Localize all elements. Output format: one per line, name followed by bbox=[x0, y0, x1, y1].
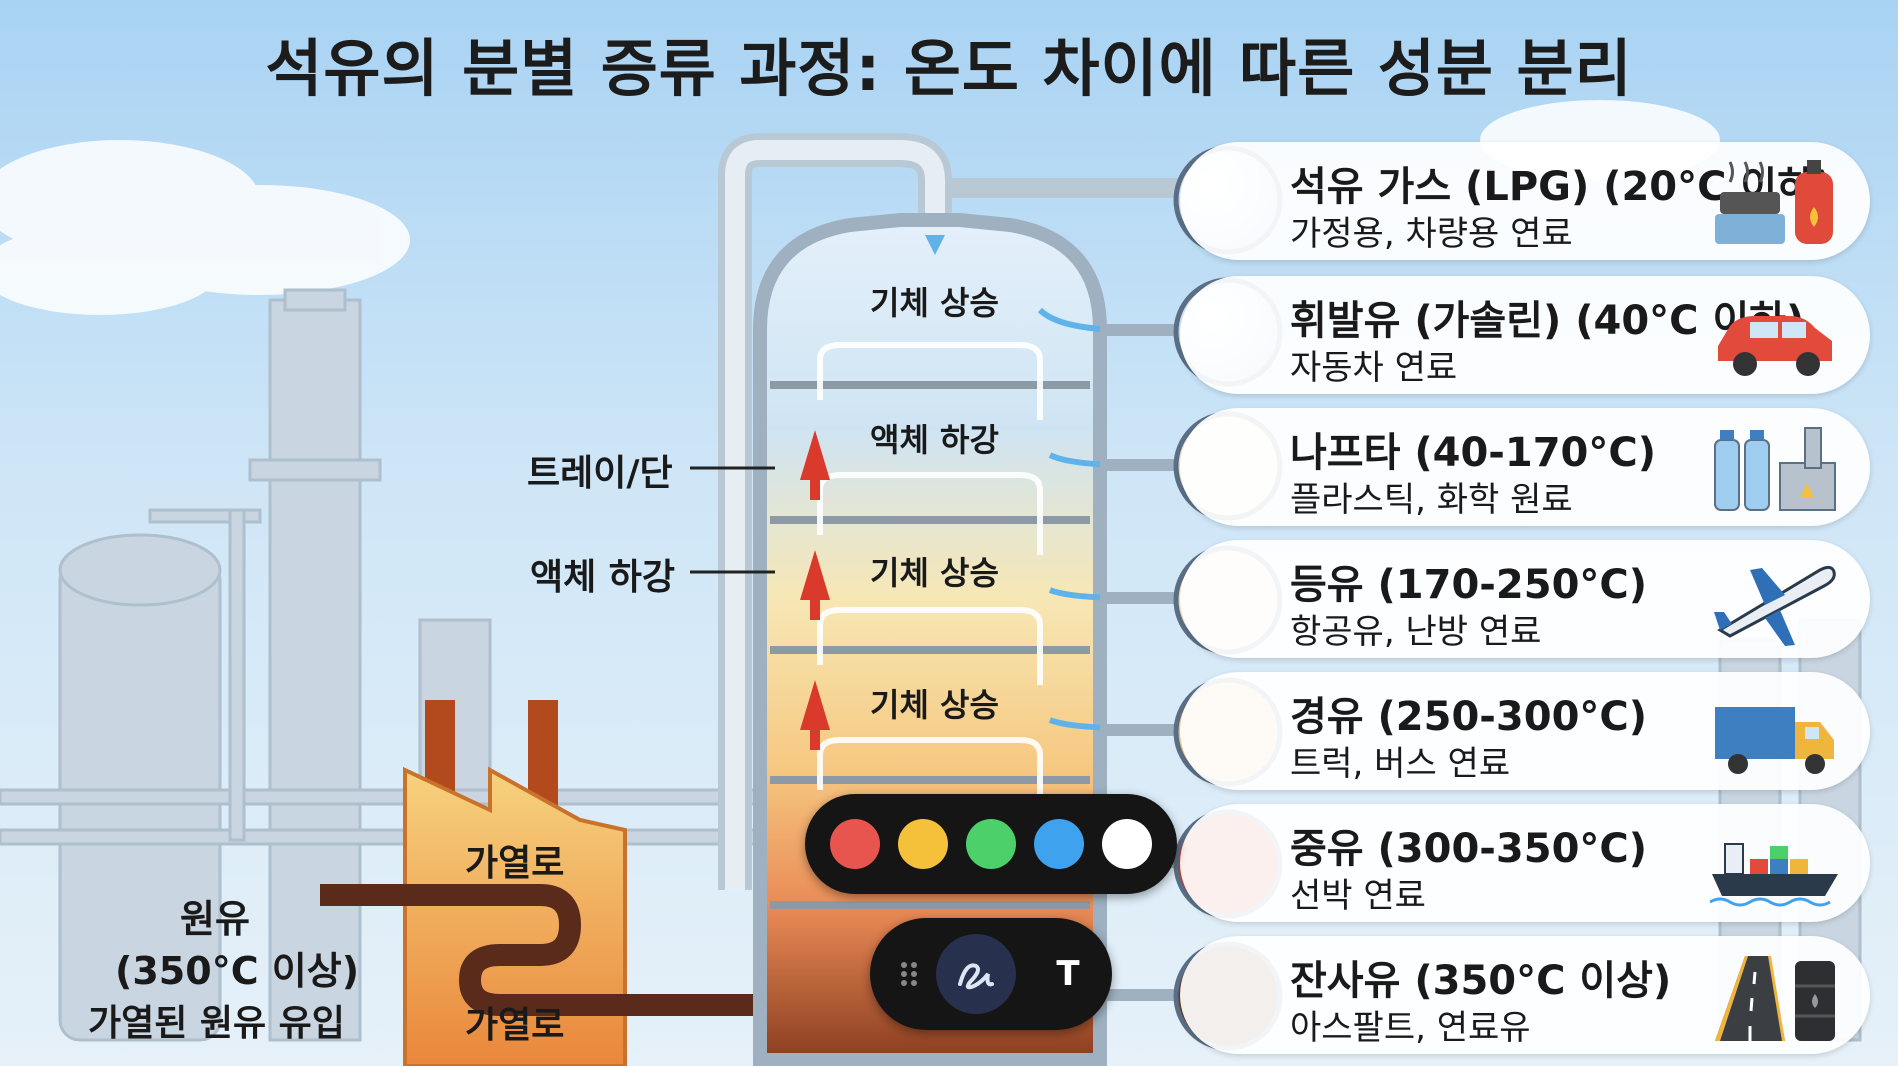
truck-icon bbox=[1715, 707, 1834, 774]
color-swatch-yellow[interactable] bbox=[898, 819, 948, 869]
road-barrel-icon bbox=[1715, 956, 1835, 1041]
annotation-toolbar: T bbox=[870, 918, 1112, 1030]
column-label-gas-rise: 기체 상승 bbox=[870, 686, 999, 724]
pen-tool-button[interactable] bbox=[936, 934, 1016, 1014]
product-name: 중유 (300-350°C) bbox=[1290, 826, 1648, 872]
column-label-liquid-fall: 액체 하강 bbox=[870, 421, 999, 459]
car-icon bbox=[1718, 316, 1832, 376]
color-palette bbox=[805, 794, 1177, 894]
product-name: 경유 (250-300°C) bbox=[1290, 694, 1648, 740]
product-name: 나프타 (40-170°C) bbox=[1290, 430, 1657, 476]
product-name: 등유 (170-250°C) bbox=[1290, 562, 1648, 608]
label-pointers bbox=[690, 466, 775, 574]
drag-handle-icon[interactable] bbox=[898, 960, 920, 988]
page-title: 석유의 분별 증류 과정: 온도 차이에 따른 성분 분리 bbox=[265, 32, 1633, 105]
product-row-diesel: 경유 (250-300°C) 트럭, 버스 연료 bbox=[1180, 672, 1870, 790]
liquid-down-label: 액체 하강 bbox=[530, 557, 676, 598]
furnace-label-bottom: 가열로 bbox=[465, 1005, 565, 1046]
airplane-icon bbox=[1714, 565, 1836, 646]
column-label-gas-rise: 기체 상승 bbox=[870, 554, 999, 592]
product-name: 잔사유 (350°C 이상) bbox=[1290, 958, 1672, 1004]
crude-temp-label: (350°C 이상) bbox=[115, 949, 360, 993]
product-use: 선박 연료 bbox=[1290, 876, 1426, 916]
pen-icon bbox=[958, 963, 994, 990]
tray-label: 트레이/단 bbox=[527, 453, 673, 494]
color-swatch-white[interactable] bbox=[1102, 819, 1152, 869]
crude-inflow-label: 가열된 원유 유입 bbox=[88, 1003, 345, 1044]
product-row-heavy-oil: 중유 (300-350°C) 선박 연료 bbox=[1180, 804, 1870, 922]
crude-label: 원유 bbox=[180, 897, 250, 941]
color-swatch-red[interactable] bbox=[830, 819, 880, 869]
product-row-naphtha: 나프타 (40-170°C) 플라스틱, 화학 원료 bbox=[1180, 408, 1870, 526]
product-use: 플라스틱, 화학 원료 bbox=[1290, 480, 1573, 520]
product-use: 트럭, 버스 연료 bbox=[1290, 744, 1511, 784]
column-label-gas-rise: 기체 상승 bbox=[870, 284, 999, 322]
product-use: 자동차 연료 bbox=[1290, 348, 1458, 388]
product-use: 아스팔트, 연료유 bbox=[1290, 1008, 1531, 1048]
product-row-lpg: 석유 가스 (LPG) (20°C 이하) 가정용, 차량용 연료 bbox=[1180, 142, 1870, 260]
product-use: 항공유, 난방 연료 bbox=[1290, 612, 1542, 652]
product-name: 휘발유 (가솔린) (40°C 이하) bbox=[1290, 298, 1805, 344]
product-row-gasoline: 휘발유 (가솔린) (40°C 이하) 자동차 연료 bbox=[1180, 276, 1870, 394]
product-row-residue: 잔사유 (350°C 이상) 아스팔트, 연료유 bbox=[1180, 936, 1870, 1054]
color-swatch-green[interactable] bbox=[966, 819, 1016, 869]
color-swatch-blue[interactable] bbox=[1034, 819, 1084, 869]
ship-icon bbox=[1710, 843, 1838, 907]
product-use: 가정용, 차량용 연료 bbox=[1290, 214, 1573, 254]
bottles-factory-icon bbox=[1714, 427, 1836, 511]
gas-stove-cylinder-icon bbox=[1715, 160, 1833, 244]
product-row-kerosene: 등유 (170-250°C) 항공유, 난방 연료 bbox=[1180, 540, 1870, 658]
text-tool-button[interactable]: T bbox=[1056, 954, 1080, 994]
furnace-label-top: 가열로 bbox=[465, 843, 565, 884]
furnace bbox=[320, 700, 790, 1066]
